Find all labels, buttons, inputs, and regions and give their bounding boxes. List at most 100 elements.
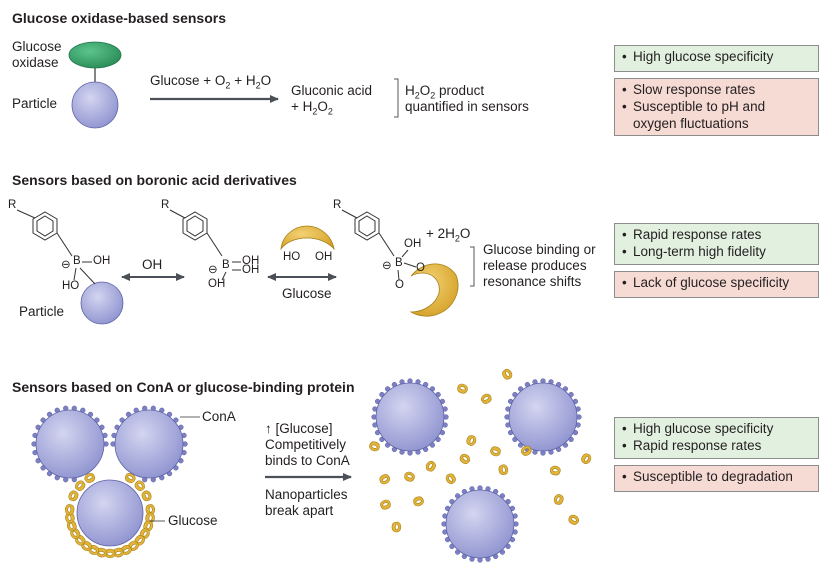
particle-sphere-2 xyxy=(80,281,124,325)
glucose-molecule xyxy=(124,472,136,484)
glucose-label: Glucose xyxy=(168,513,218,528)
cona-label: ConA xyxy=(202,409,236,424)
separated-particle-1 xyxy=(375,382,445,452)
glucose-molecule xyxy=(425,460,436,472)
pros-box-glucose-oxidase: High glucose specificity xyxy=(614,45,819,72)
particle-sphere-1 xyxy=(71,81,119,129)
condition-line3: binds to ConA xyxy=(265,453,350,468)
section-title-boronic-acid: Sensors based on boronic acid derivative… xyxy=(12,172,297,188)
glucose-molecule xyxy=(134,535,145,546)
glucose-molecule xyxy=(480,393,492,404)
ester-oxygen-2: O xyxy=(395,279,404,291)
phenylboronate-molecule-1 xyxy=(16,209,92,281)
glucose-molecule xyxy=(68,490,79,502)
negative-charge-1: ⊖ xyxy=(61,259,71,271)
note-bracket xyxy=(470,246,475,287)
arrow-label-glucose: Glucose xyxy=(282,286,332,301)
product-gluconic-acid: Gluconic acid xyxy=(291,83,373,98)
product-hydrogen-peroxide: + H2O2 xyxy=(291,99,333,117)
glucose-molecule xyxy=(404,471,415,482)
glucose-molecule xyxy=(457,383,468,394)
quantified-product-label: H2O2 product xyxy=(405,83,485,101)
reaction-reactants: Glucose + O2 + H2O xyxy=(150,73,272,91)
hydroxyl-label-1: OH xyxy=(93,255,111,267)
phenylboronate-molecule-2 xyxy=(169,209,241,281)
condition-line1: ↑ [Glucose] xyxy=(265,421,333,436)
hydroxyl-label-3: OH xyxy=(242,255,260,267)
resonance-note-line3: resonance shifts xyxy=(483,274,582,289)
arrow-label-oh: OH xyxy=(142,257,163,272)
separated-particle-3 xyxy=(445,489,515,559)
particle-linker-2 xyxy=(79,267,96,285)
glucose-molecule xyxy=(550,465,561,476)
separated-particles xyxy=(371,378,582,563)
con-item: Susceptible to degradation xyxy=(622,468,811,485)
glucose-molecule xyxy=(490,446,501,457)
hydroxyl-label-6: OH xyxy=(404,238,422,250)
pros-box-cona: High glucose specificity Rapid response … xyxy=(614,417,819,459)
particle-sphere-cona-2 xyxy=(114,409,184,479)
glucose-molecule xyxy=(466,435,477,446)
cons-box-cona: Susceptible to degradation xyxy=(614,465,819,492)
hydroxyl-label-2: HO xyxy=(62,280,80,292)
glucose-molecule xyxy=(498,464,509,475)
boronate-ester-molecule xyxy=(341,209,417,281)
result-line1: Nanoparticles xyxy=(265,487,348,502)
glucose-molecule xyxy=(502,368,513,380)
condition-line2: Competitively xyxy=(265,437,347,452)
glucose-molecule xyxy=(64,504,75,515)
glucose-molecule xyxy=(581,453,592,465)
resonance-note-line1: Glucose binding or xyxy=(483,242,596,257)
ester-oxygen-1: O xyxy=(416,262,425,274)
section-title-cona: Sensors based on ConA or glucose-binding… xyxy=(12,379,355,395)
enzyme-label-line2: oxidase xyxy=(12,55,59,70)
negative-charge-3: ⊖ xyxy=(382,260,392,272)
boron-label-3: B xyxy=(395,257,403,269)
glucose-molecule xyxy=(134,480,145,491)
con-item: Lack of glucose specificity xyxy=(622,274,811,291)
enzyme-label-line1: Glucose xyxy=(12,39,62,54)
particle-sphere-cona-1 xyxy=(35,409,105,479)
pro-item: Rapid response rates xyxy=(622,437,811,454)
r-group-label-3: R xyxy=(333,199,342,211)
glucose-molecule-free xyxy=(280,225,335,251)
pro-item: Long-term high fidelity xyxy=(622,243,811,260)
particle-label-1: Particle xyxy=(12,96,58,111)
glucose-molecule xyxy=(568,514,580,525)
result-line2: break apart xyxy=(265,503,334,518)
glucose-molecule xyxy=(413,496,424,507)
negative-charge-2: ⊖ xyxy=(208,264,218,276)
glucose-molecule xyxy=(379,474,391,485)
pro-item: High glucose specificity xyxy=(622,48,811,65)
particle-sphere-cona-3 xyxy=(76,479,144,547)
hydroxyl-label-5: OH xyxy=(208,278,226,290)
glucose-molecule xyxy=(459,453,471,465)
quantified-product-label-line2: quantified in sensors xyxy=(405,99,529,114)
glucose-molecule xyxy=(445,473,456,485)
boron-label-1: B xyxy=(73,255,81,267)
r-group-label-1: R xyxy=(8,199,17,211)
con-item: Slow response rates xyxy=(622,81,811,98)
glucose-molecule xyxy=(84,472,96,484)
pro-item: Rapid response rates xyxy=(622,226,811,243)
glucose-molecule-bound xyxy=(409,263,459,317)
cons-box-boronic-acid: Lack of glucose specificity xyxy=(614,271,819,298)
product-bracket xyxy=(394,78,399,118)
resonance-note-line2: release produces xyxy=(483,258,587,273)
glucose-hydroxyl-1: HO xyxy=(283,251,301,263)
con-item: Susceptible to pH and oxygen fluctuation… xyxy=(622,98,811,132)
glucose-molecule xyxy=(391,521,402,533)
pro-item: High glucose specificity xyxy=(622,420,811,437)
hydroxyl-label-4: OH xyxy=(242,264,260,276)
cona-particle-cluster xyxy=(31,405,188,559)
boron-label-2: B xyxy=(222,259,230,271)
glucose-molecule xyxy=(369,441,380,452)
glucose-molecule xyxy=(75,480,86,491)
glucose-molecule xyxy=(75,535,86,546)
glucose-molecule xyxy=(145,504,156,515)
glucose-oxidase-enzyme xyxy=(68,41,122,69)
section-title-glucose-oxidase: Glucose oxidase-based sensors xyxy=(12,10,226,26)
free-glucose-molecules xyxy=(369,368,592,533)
r-group-label-2: R xyxy=(161,199,170,211)
